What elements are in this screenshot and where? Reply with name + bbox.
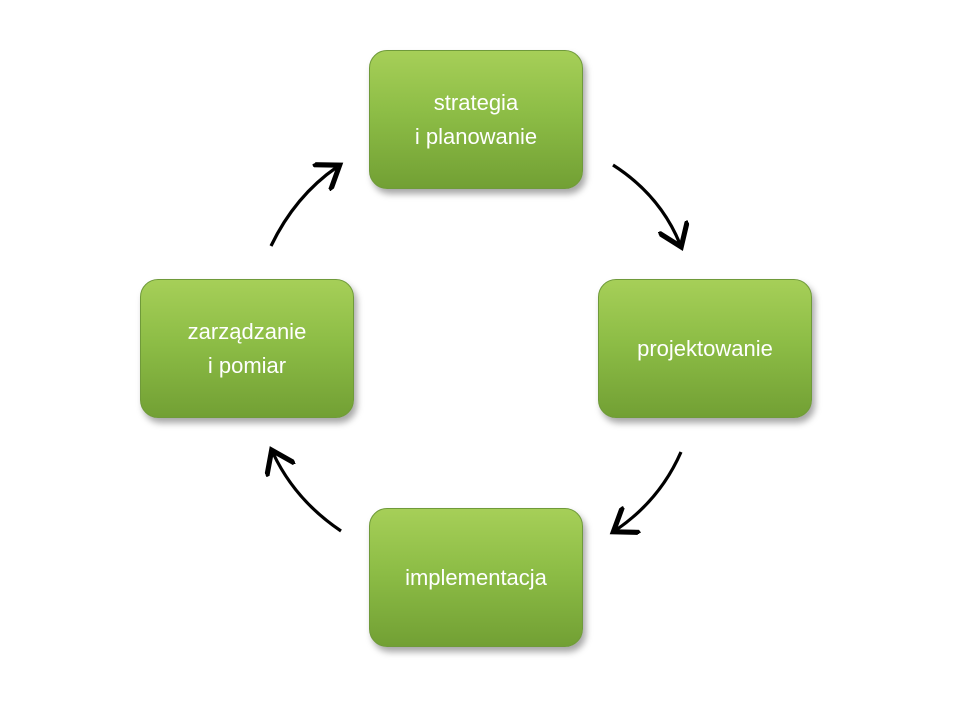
node-right-line1: projektowanie: [637, 335, 773, 361]
arrow-bottom-to-left: [273, 453, 342, 533]
node-projektowanie: projektowanie: [598, 279, 812, 418]
node-bottom-line1: implementacja: [405, 564, 547, 590]
arrow-left-to-top: [269, 167, 337, 247]
node-implementacja: implementacja: [369, 508, 583, 647]
node-top-line1: strategia: [433, 89, 519, 115]
node-left-line1: zarządzanie: [187, 318, 307, 344]
node-left-line2: i pomiar: [207, 352, 287, 378]
node-top-line2: i planowanie: [414, 123, 538, 149]
node-strategia-i-planowanie: strategia i planowanie: [369, 50, 583, 189]
arrow-top-to-right: [612, 163, 680, 244]
arrow-right-to-bottom: [616, 451, 683, 530]
node-zarzadzanie-i-pomiar: zarządzanie i pomiar: [140, 279, 354, 418]
